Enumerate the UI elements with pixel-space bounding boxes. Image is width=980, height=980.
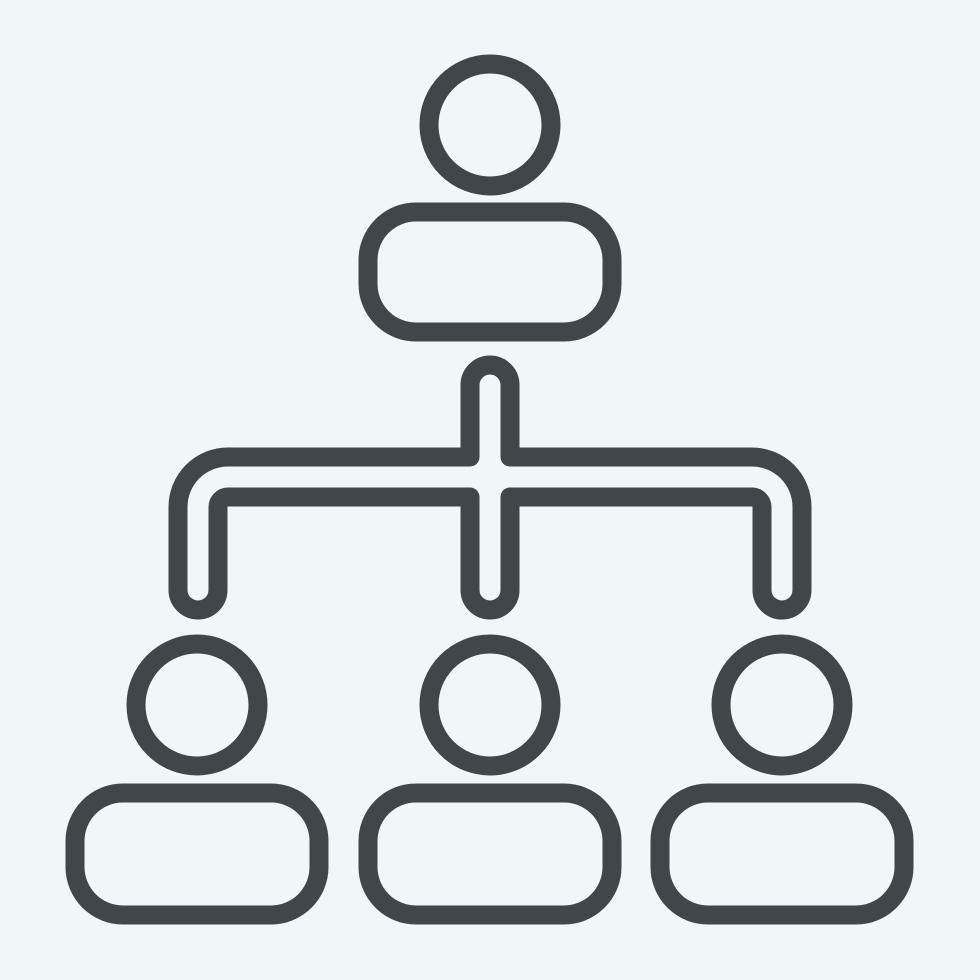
bottom-left-person-icon (65, 634, 329, 925)
bottom-center-person-icon (358, 634, 622, 925)
top-person-head-icon (419, 54, 561, 196)
top-person-icon (358, 54, 622, 342)
bottom-right-person-head-icon (711, 634, 853, 776)
bottom-left-person-head-icon (126, 634, 268, 776)
bottom-right-person-body-icon (650, 783, 914, 925)
top-person-body-icon (358, 202, 622, 342)
bottom-right-person-icon (650, 634, 914, 925)
bottom-center-person-body-icon (358, 783, 622, 925)
bottom-center-person-head-icon (419, 634, 561, 776)
hierarchy-connector-icon (168, 355, 812, 620)
bottom-left-person-body-icon (65, 783, 329, 925)
